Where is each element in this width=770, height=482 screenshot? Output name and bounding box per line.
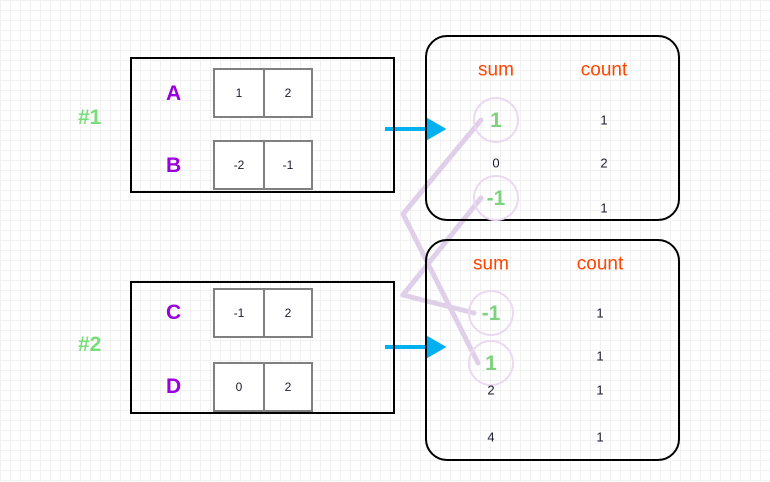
partition-row-label-d: D [166, 375, 182, 398]
result-2-sum-row-3: 4 [487, 429, 495, 445]
result-2-sum-row-1: 1 [468, 340, 514, 386]
result-2-sum-row-2: 2 [487, 382, 495, 398]
result-1-sum-row-1: 0 [492, 155, 500, 171]
result-2-sum-row-0: -1 [468, 290, 514, 336]
cell-c-0: -1 [233, 306, 245, 320]
cell-d-1: 2 [262, 364, 311, 410]
result-2-header-sum: sum [473, 253, 509, 275]
stage-label-1: #1 [78, 106, 102, 129]
result-1-header-count: count [580, 59, 628, 81]
cell-d-0: 0 [235, 380, 243, 394]
result-2-count-row-1: 1 [596, 348, 604, 364]
partition-row-label-c: C [166, 301, 182, 324]
partition-row-label-a: A [166, 82, 182, 105]
partition-box-1 [130, 57, 395, 193]
result-1-count-row-1: 2 [600, 155, 608, 171]
cell-c-1: 2 [262, 290, 311, 336]
result-2-count-row-0: 1 [596, 305, 604, 321]
cell-a-0: 1 [235, 86, 243, 100]
partition-row-label-b: B [166, 154, 182, 177]
cell-b-1: -1 [262, 142, 311, 188]
result-1-header-sum: sum [478, 59, 514, 81]
partition-box-2 [130, 281, 395, 414]
stage-label-2: #2 [78, 333, 102, 356]
result-1-count-row-0: 1 [600, 112, 608, 128]
cell-b-0: -2 [233, 158, 245, 172]
result-1-count-row-2: 1 [600, 200, 608, 216]
result-2-header-count: count [576, 253, 624, 275]
result-box-1 [425, 35, 680, 221]
result-1-sum-row-2: -1 [473, 175, 519, 221]
cell-a-1: 2 [262, 70, 311, 116]
result-box-2 [425, 239, 680, 461]
result-1-sum-row-0: 1 [473, 97, 519, 143]
partition-row-cells-d: 0 2 [213, 362, 313, 412]
result-2-count-row-2: 1 [596, 382, 604, 398]
result-2-count-row-3: 1 [596, 429, 604, 445]
partition-row-cells-c: -1 2 [213, 288, 313, 338]
partition-row-cells-a: 1 2 [213, 68, 313, 118]
partition-row-cells-b: -2 -1 [213, 140, 313, 190]
